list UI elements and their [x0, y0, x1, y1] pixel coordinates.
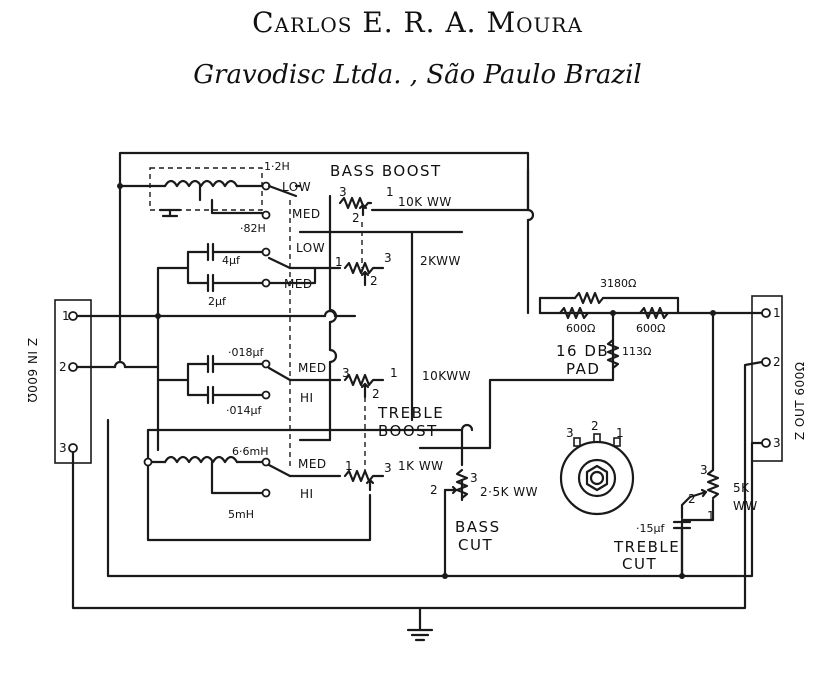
pot-d-pin1: 1	[345, 459, 353, 473]
pot-c-pin1: 1	[390, 366, 398, 380]
treble-switch-hi-2: HI	[300, 487, 314, 501]
treble-capacitors: ·018μf ·014μf	[186, 346, 264, 417]
main-wiring	[71, 151, 764, 642]
bass-capacitors: 4μf 2μf	[186, 242, 264, 308]
pad-label-1: 16 DB	[556, 342, 609, 360]
pad-label-2: PAD	[566, 360, 600, 378]
pot-2k-label: 2KWW	[420, 254, 461, 268]
cap-15uf-label: ·15μf	[636, 522, 665, 535]
r-600a-label: 600Ω	[566, 322, 595, 335]
treble-switch-med-2: MED	[298, 457, 327, 471]
pot-5k-label-2: WW	[733, 499, 758, 513]
z-out-label: Z OUT 600Ω	[793, 362, 807, 440]
pot-b-pin3: 3	[384, 251, 392, 265]
pot-25k-label: 2·5K WW	[480, 485, 538, 499]
bass-cut-pot: 3 2 2·5K WW BASS CUT	[430, 468, 538, 554]
z-in-label: Z IN 600Ω	[25, 338, 39, 403]
out-terminal-3: 3	[773, 436, 781, 450]
bass-boost-pots: BASS BOOST 3 1 2 10K WW 1 3 2 2KWW	[330, 162, 461, 288]
pot-c-pin3: 3	[342, 366, 350, 380]
treble-inductor: 6·6mH 5mH	[143, 445, 268, 521]
r-3180-label: 3180Ω	[600, 277, 636, 290]
pot-a-pin1: 1	[386, 185, 394, 199]
pot-5k-label-1: 5K	[733, 481, 750, 495]
bass-boost-inductor: 1·2H ·82H	[145, 160, 290, 235]
treble-cut-pin1: 1	[707, 509, 715, 523]
pot-b-pin2: 2	[370, 274, 378, 288]
cap-014uf-label: ·014μf	[226, 404, 262, 417]
pot-10kww-label: 10KWW	[422, 369, 471, 383]
inductor-5mh-label: 5mH	[228, 508, 254, 521]
bass-switch: LOW MED LOW MED	[261, 180, 342, 380]
inductor-66mh-label: 6·6mH	[232, 445, 268, 458]
header: Carlos E. R. A. Moura Gravodisc Ltda. , …	[0, 0, 835, 110]
bass-switch-low-2: LOW	[296, 241, 325, 255]
treble-cut-network: 3 2 1 5K WW ·15μf TREBLE CUT	[613, 463, 758, 578]
bass-boost-label: BASS BOOST	[330, 162, 442, 180]
bass-switch-med-1: MED	[292, 207, 321, 221]
pad-network: 3180Ω 600Ω 600Ω 113Ω 16 DB PAD	[538, 277, 680, 378]
illustration-pin3: 3	[566, 426, 574, 440]
potentiometer-illustration: 3 2 1	[559, 419, 635, 516]
r-600b-label: 600Ω	[636, 322, 665, 335]
ground-symbol-small	[161, 208, 179, 218]
pot-c-pin2: 2	[372, 387, 380, 401]
treble-cut-pin2: 2	[688, 492, 696, 506]
treble-cut-label-1: TREBLE	[613, 538, 680, 556]
treble-switch-hi-1: HI	[300, 391, 314, 405]
out-terminal-2: 2	[773, 355, 781, 369]
in-terminal-2: 2	[59, 360, 67, 374]
bass-cut-pin3: 3	[470, 471, 478, 485]
bass-cut-label-1: BASS	[455, 518, 501, 536]
pot-d-pin3: 3	[384, 461, 392, 475]
in-terminal-1: 1	[62, 309, 70, 323]
in-terminal-3: 3	[59, 441, 67, 455]
illustration-pin2: 2	[591, 419, 599, 433]
cap-2uf-label: 2μf	[208, 295, 227, 308]
bass-switch-low-1: LOW	[282, 180, 311, 194]
pot-1k-label: 1K WW	[398, 459, 444, 473]
input-terminal-block: 1 2 3 Z IN 600Ω	[25, 299, 92, 464]
r-113-label: 113Ω	[622, 345, 651, 358]
illustration-pin1: 1	[616, 426, 624, 440]
treble-boost-label-2: BOOST	[378, 422, 438, 440]
pot-a-pin2: 2	[352, 211, 360, 225]
pot-10k-label: 10K WW	[398, 195, 452, 209]
pot-b-pin1: 1	[335, 255, 343, 269]
bass-cut-pin2: 2	[430, 483, 438, 497]
author-name: Carlos E. R. A. Moura	[252, 6, 583, 39]
treble-switch-med-1: MED	[298, 361, 327, 375]
treble-switch: MED HI MED HI	[261, 359, 342, 501]
cap-4uf-label: 4μf	[222, 254, 241, 267]
treble-cut-pin3: 3	[700, 463, 708, 477]
inductor-82h-label: ·82H	[240, 222, 266, 235]
treble-boost-pots: 3 1 2 10KWW TREBLE BOOST 1 3 1K WW	[342, 366, 471, 492]
cap-018uf-label: ·018μf	[228, 346, 264, 359]
pot-a-pin3: 3	[339, 185, 347, 199]
out-terminal-1: 1	[773, 306, 781, 320]
treble-boost-label-1: TREBLE	[377, 404, 444, 422]
treble-cut-label-2: CUT	[622, 555, 657, 573]
bass-cut-label-2: CUT	[458, 536, 493, 554]
inductor-1-2h-label: 1·2H	[264, 160, 290, 173]
output-terminal-block: 1 2 3 Z OUT 600Ω	[751, 295, 807, 462]
company-name: Gravodisc Ltda. , São Paulo Brazil	[193, 60, 642, 90]
